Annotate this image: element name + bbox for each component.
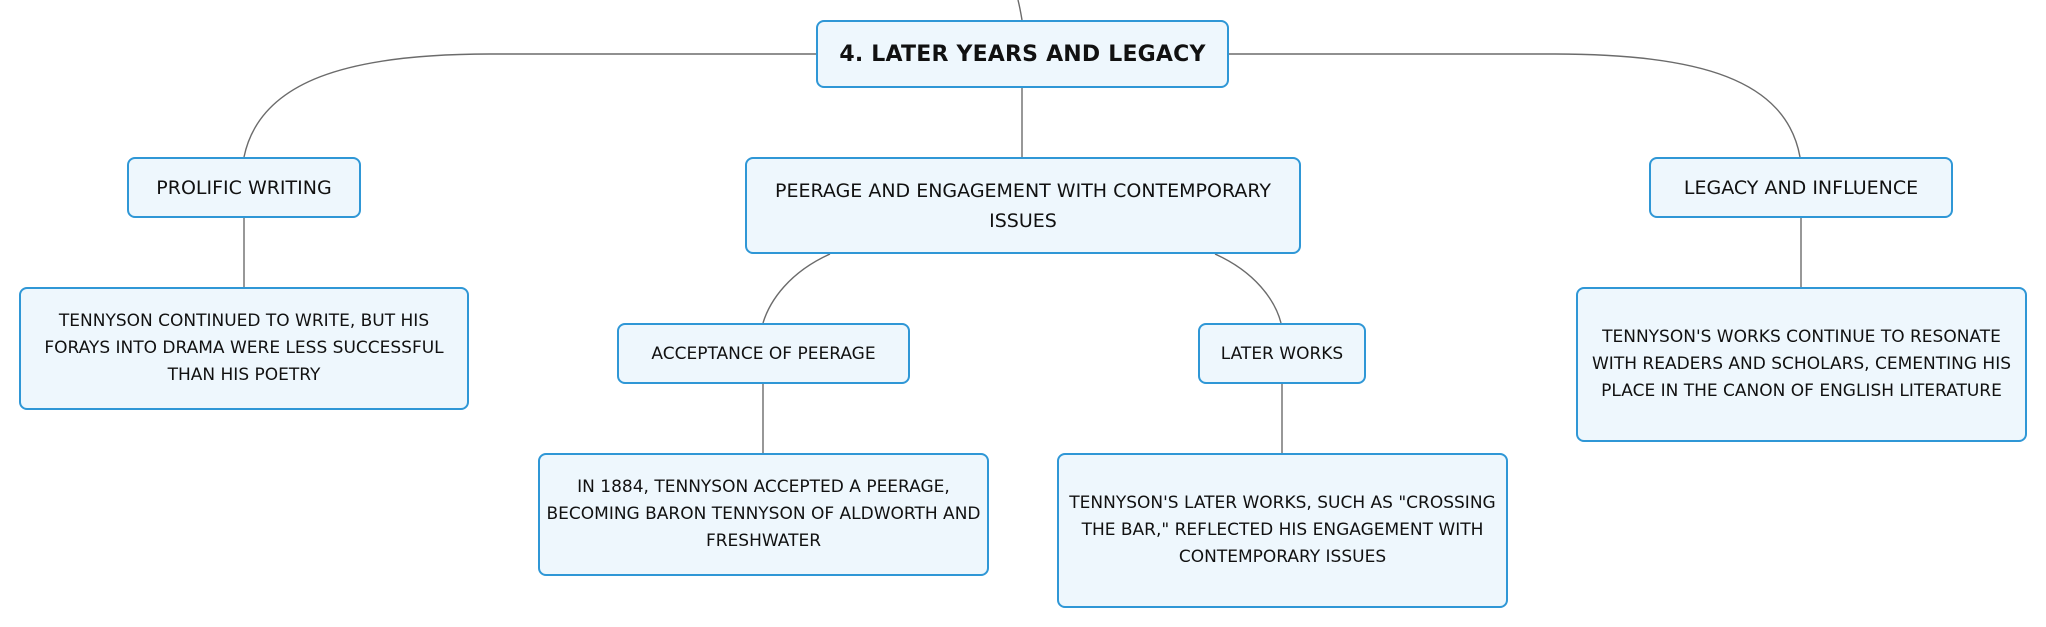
detail-text: TENNYSON CONTINUED TO WRITE, BUT HIS FOR…	[44, 311, 444, 385]
topic-peerage-and-engagement[interactable]: PEERAGE AND ENGAGEMENT WITH CONTEMPORARY…	[745, 157, 1301, 254]
subtopic-label: LATER WORKS	[1220, 343, 1344, 364]
connector-root-to-prolific-writing	[243, 53, 816, 158]
detail-text: IN 1884, TENNYSON ACCEPTED A PEERAGE, BE…	[546, 477, 981, 551]
detail-later-works[interactable]: TENNYSON'S LATER WORKS, SUCH AS "CROSSIN…	[1057, 453, 1508, 608]
topic-legacy-and-influence[interactable]: LEGACY AND INFLUENCE	[1649, 157, 1953, 218]
detail-prolific-writing[interactable]: TENNYSON CONTINUED TO WRITE, BUT HIS FOR…	[19, 287, 469, 410]
connector-from-parent	[1017, 0, 1023, 21]
detail-text: TENNYSON'S LATER WORKS, SUCH AS "CROSSIN…	[1069, 493, 1496, 567]
topic-label: LEGACY AND INFLUENCE	[1683, 176, 1919, 199]
root-topic-label: 4. LATER YEARS AND LEGACY	[839, 41, 1206, 67]
topic-prolific-writing[interactable]: PROLIFIC WRITING	[127, 157, 361, 218]
connector-peerage-to-later-works	[1214, 253, 1282, 324]
topic-label: PEERAGE AND ENGAGEMENT WITH CONTEMPORARY…	[775, 179, 1271, 232]
root-topic-later-years-and-legacy[interactable]: 4. LATER YEARS AND LEGACY	[816, 20, 1229, 88]
detail-legacy-and-influence[interactable]: TENNYSON'S WORKS CONTINUE TO RESONATE WI…	[1576, 287, 2027, 442]
connector-root-to-legacy	[1229, 53, 1801, 158]
detail-acceptance-of-peerage[interactable]: IN 1884, TENNYSON ACCEPTED A PEERAGE, BE…	[538, 453, 989, 576]
subtopic-later-works[interactable]: LATER WORKS	[1198, 323, 1366, 384]
subtopic-label: ACCEPTANCE OF PEERAGE	[651, 343, 876, 364]
detail-text: TENNYSON'S WORKS CONTINUE TO RESONATE WI…	[1592, 327, 2011, 401]
connector-peerage-to-acceptance	[762, 253, 831, 324]
topic-label: PROLIFIC WRITING	[156, 176, 332, 199]
subtopic-acceptance-of-peerage[interactable]: ACCEPTANCE OF PEERAGE	[617, 323, 910, 384]
